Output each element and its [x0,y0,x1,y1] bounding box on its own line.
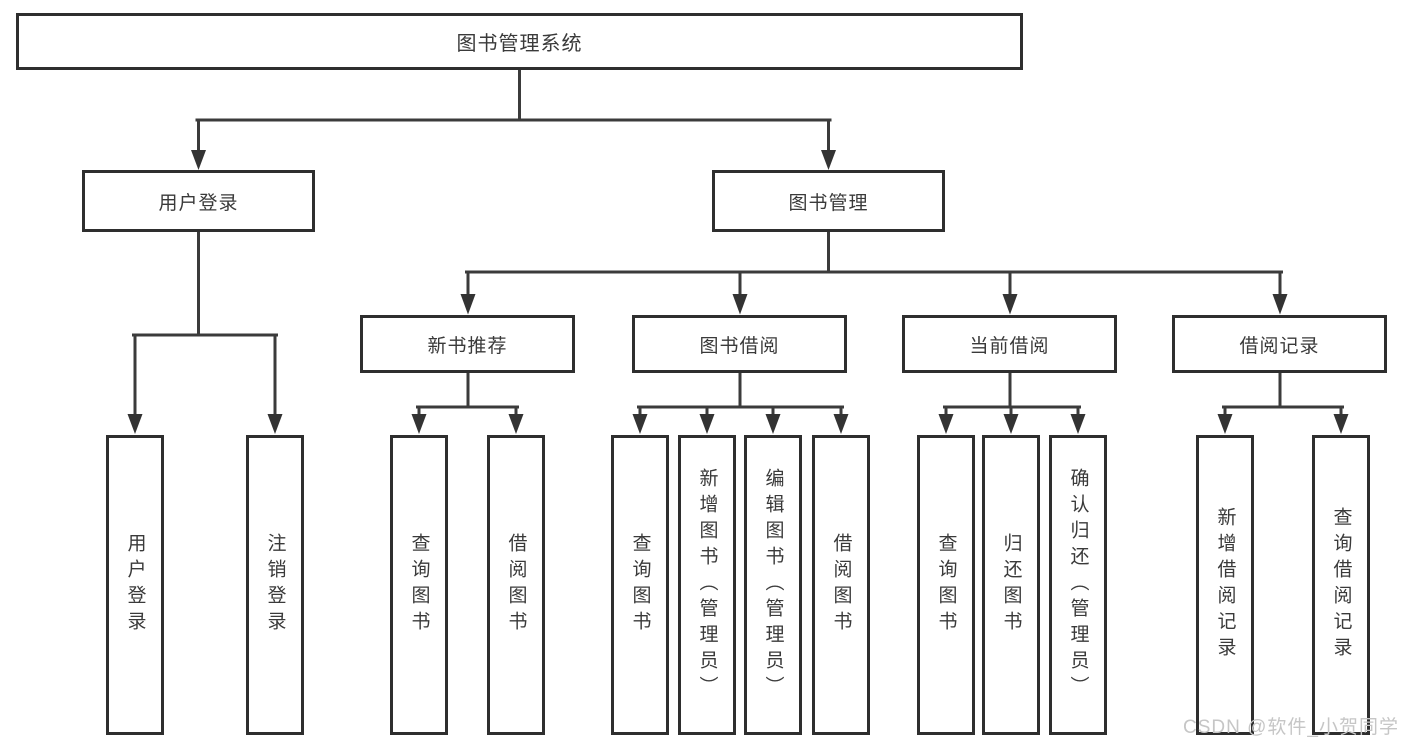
node-label: 用户登录 [158,192,239,214]
node-label: 图书管理 [788,192,869,214]
node-label: 编辑图书（管理员） [762,468,784,702]
leaf-logout: 注销登录 [246,435,304,735]
node-book-borrow: 图书借阅 [632,315,847,373]
node-label: 借阅记录 [1239,335,1320,357]
node-library-management-system: 图书管理系统 [16,13,1023,70]
leaf-query-books-current: 查询图书 [917,435,975,735]
leaf-add-borrow-record: 新增借阅记录 [1196,435,1254,735]
node-label: 归还图书 [1000,533,1022,637]
node-label: 查询图书 [408,533,430,637]
watermark: CSDN @软件_小贺同学 [1183,717,1399,738]
node-label: 查询图书 [629,533,651,637]
node-current-borrow: 当前借阅 [902,315,1117,373]
leaf-user-login: 用户登录 [106,435,164,735]
node-label: 当前借阅 [969,335,1050,357]
node-label: 图书管理系统 [456,33,583,55]
node-user-login-branch: 用户登录 [82,170,315,232]
leaf-borrow-books: 借阅图书 [812,435,870,735]
leaf-edit-books-admin: 编辑图书（管理员） [744,435,802,735]
node-label: 图书借阅 [699,335,780,357]
leaf-confirm-return-admin: 确认归还（管理员） [1049,435,1107,735]
leaf-borrow-books-recommend: 借阅图书 [487,435,545,735]
leaf-query-books-borrow: 查询图书 [611,435,669,735]
node-label: 新增借阅记录 [1214,507,1236,663]
node-label: 用户登录 [124,533,146,637]
node-book-management-branch: 图书管理 [712,170,945,232]
node-label: 新增图书（管理员） [696,468,718,702]
node-new-book-recommend: 新书推荐 [360,315,575,373]
node-label: 借阅图书 [830,533,852,637]
node-label: 借阅图书 [505,533,527,637]
leaf-add-books-admin: 新增图书（管理员） [678,435,736,735]
node-label: 注销登录 [264,533,286,637]
node-label: 新书推荐 [427,335,508,357]
leaf-return-books: 归还图书 [982,435,1040,735]
node-borrow-record: 借阅记录 [1172,315,1387,373]
node-label: 确认归还（管理员） [1067,468,1089,702]
leaf-query-borrow-record: 查询借阅记录 [1312,435,1370,735]
node-label: 查询图书 [935,533,957,637]
node-label: 查询借阅记录 [1330,507,1352,663]
leaf-query-books-recommend: 查询图书 [390,435,448,735]
